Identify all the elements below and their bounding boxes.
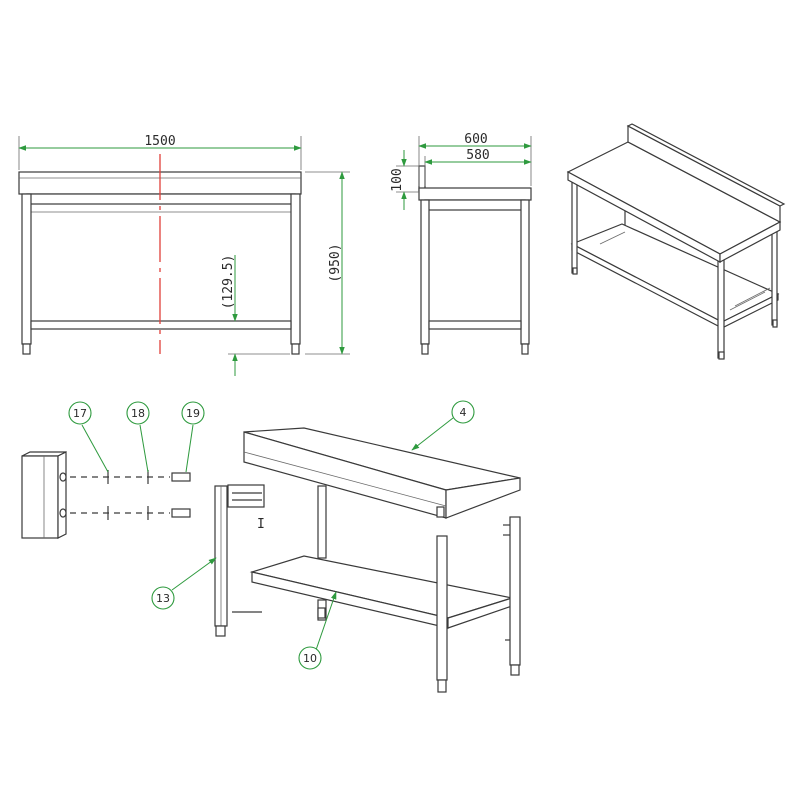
svg-text:13: 13 — [156, 592, 170, 605]
callout-19: 19 — [181, 401, 205, 473]
svg-text:10: 10 — [303, 652, 317, 665]
side-worktop — [418, 187, 532, 201]
worktop-part-4 — [243, 427, 521, 519]
undershelf-part-10 — [249, 555, 513, 629]
side-front-leg — [420, 199, 430, 345]
marker-I: I — [257, 517, 265, 532]
dim-side-depth: 600 — [464, 132, 487, 147]
side-undershelf — [428, 320, 522, 330]
svg-text:18: 18 — [131, 407, 145, 420]
side-back-foot — [521, 343, 529, 355]
front-view: 1500 (950) (129.5) — [18, 134, 350, 376]
dim-front-height: (950) — [328, 243, 343, 282]
callout-4: 4 — [411, 400, 475, 451]
callout-18: 18 — [126, 401, 150, 473]
dim-front-width: 1500 — [144, 134, 175, 149]
side-back-leg — [520, 199, 530, 345]
leg-part-13 — [214, 484, 265, 637]
side-apron — [424, 199, 526, 211]
square-tube-detail — [21, 451, 67, 539]
front-left-leg — [21, 193, 32, 345]
svg-text:4: 4 — [460, 406, 467, 419]
front-undershelf — [30, 320, 292, 330]
dim-upstand-height: 100 — [390, 168, 405, 191]
dim-shelf-height: (129.5) — [221, 255, 236, 310]
callout-13: 13 — [151, 557, 217, 610]
side-front-foot — [421, 343, 429, 355]
callout-17: 17 — [68, 401, 109, 473]
dim-side-inner-depth: 580 — [466, 148, 489, 163]
callout-10: 10 — [298, 591, 337, 670]
svg-text:19: 19 — [186, 407, 200, 420]
exploded-view: I — [21, 427, 521, 693]
side-view: 600 580 100 — [390, 132, 532, 355]
isometric-view — [566, 123, 786, 360]
front-right-leg — [290, 193, 301, 345]
svg-text:17: 17 — [73, 407, 87, 420]
front-right-foot — [291, 343, 300, 355]
front-left-foot — [22, 343, 31, 355]
front-apron — [26, 193, 296, 205]
